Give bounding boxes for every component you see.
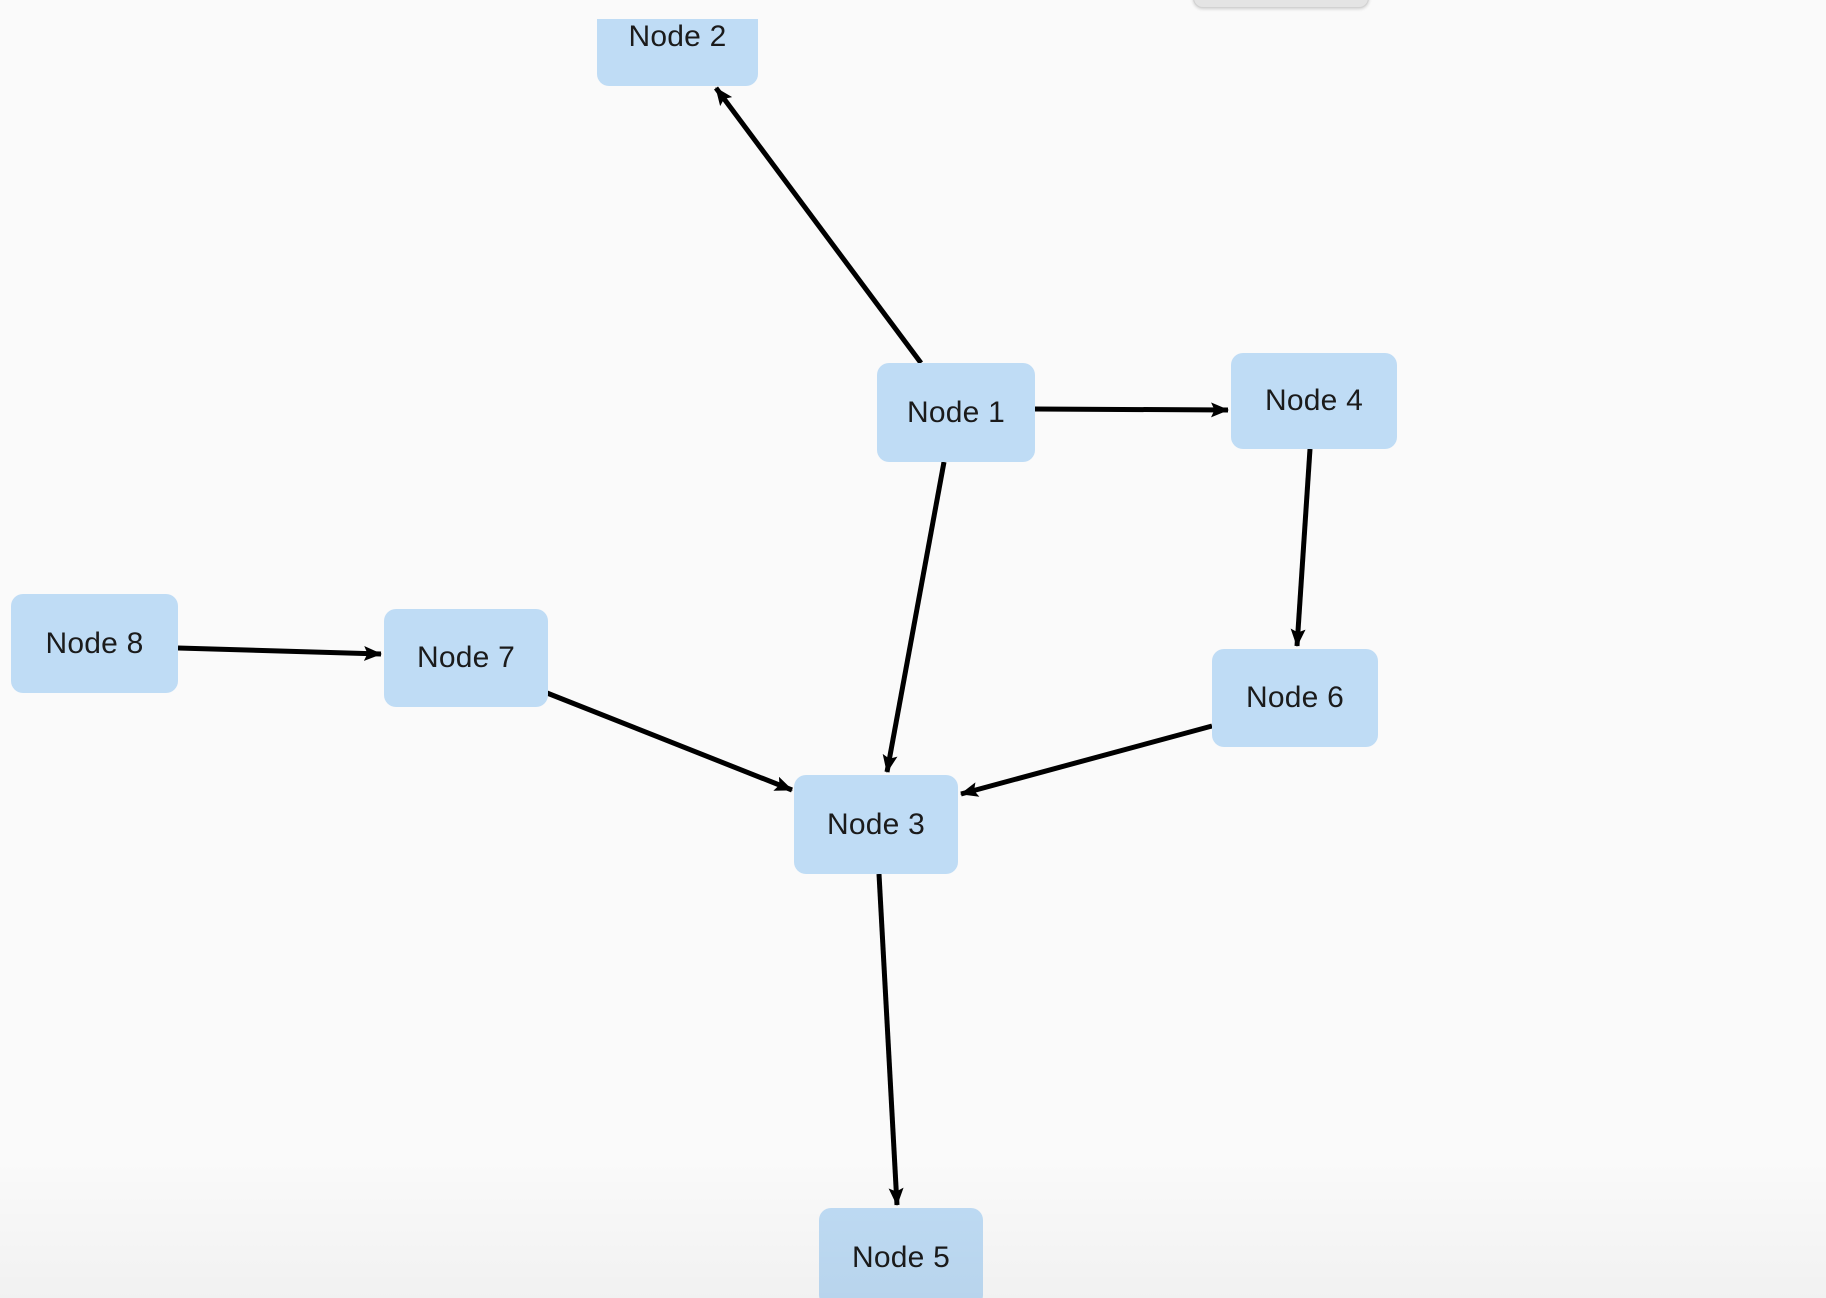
node-label-8: Node 8 <box>45 626 144 660</box>
node-label-4: Node 4 <box>1265 384 1363 417</box>
edge-node8-to-node7[interactable] <box>177 645 382 661</box>
edge-node1-to-node2[interactable] <box>713 86 924 365</box>
flow-node-8[interactable]: Node 8 <box>11 594 178 693</box>
node-label-1: Node 1 <box>907 395 1005 429</box>
edge-node3-to-node5[interactable] <box>876 873 904 1206</box>
flow-node-5[interactable]: Node 5 <box>819 1208 983 1298</box>
flow-node-4[interactable]: Node 4 <box>1231 353 1397 449</box>
edge-node1-to-node3[interactable] <box>882 461 947 773</box>
flow-node-3[interactable]: Node 3 <box>794 775 958 874</box>
edge-node4-to-node6[interactable] <box>1290 448 1313 647</box>
flow-node-2[interactable]: Node 2 <box>597 19 758 86</box>
flow-node-6[interactable]: Node 6 <box>1212 649 1378 747</box>
toolbar-button-partial[interactable] <box>1193 0 1369 8</box>
node-label-7: Node 7 <box>417 641 515 674</box>
edge-node6-to-node3[interactable] <box>960 723 1213 797</box>
flow-canvas[interactable]: Node 1 Node 2 Node 3 Node 4 Node 5 Node 6 Node… <box>0 19 1826 1298</box>
node-label-6: Node 6 <box>1246 681 1344 714</box>
edge-layer <box>177 86 1313 1206</box>
node-label-5: Node 5 <box>852 1240 950 1274</box>
node-label-2: Node 2 <box>628 19 727 53</box>
node-label-3: Node 3 <box>827 807 925 841</box>
edge-node7-to-node3[interactable] <box>546 690 793 793</box>
flow-node-1[interactable]: Node 1 <box>877 363 1035 462</box>
flow-node-7[interactable]: Node 7 <box>384 609 548 707</box>
edge-node1-to-node4[interactable] <box>1034 402 1229 418</box>
